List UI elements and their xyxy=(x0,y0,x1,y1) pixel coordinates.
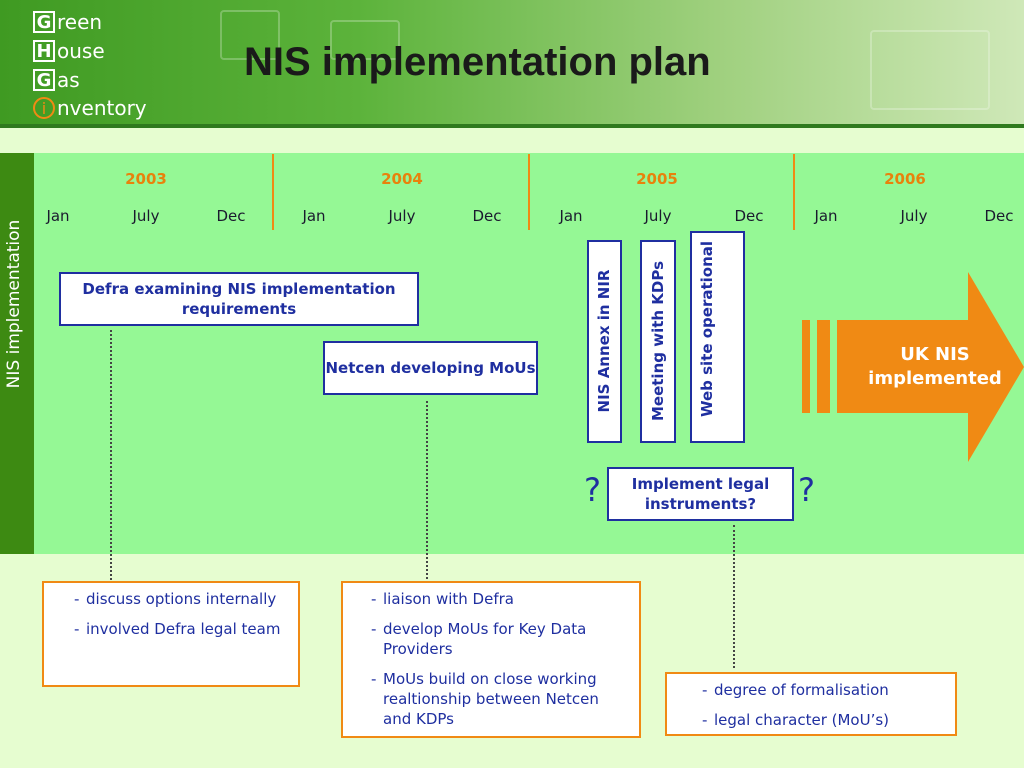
logo-word: ouse xyxy=(57,39,105,63)
month-label: Jan xyxy=(46,207,70,225)
year-label: 2005 xyxy=(636,170,678,188)
notes-legal: degree of formalisation legal character … xyxy=(665,672,957,736)
question-mark-right: ? xyxy=(798,471,815,509)
decorative-frame xyxy=(220,10,280,60)
year-divider xyxy=(272,154,274,230)
page-title: NIS implementation plan xyxy=(244,40,711,84)
header-banner xyxy=(0,0,1024,128)
month-label: Jan xyxy=(302,207,326,225)
logo-letter: i xyxy=(33,97,55,119)
sidebar xyxy=(0,153,34,554)
notes-defra: discuss options internally involved Defr… xyxy=(42,581,300,687)
uk-nis-arrow xyxy=(802,272,1024,462)
task-website-box xyxy=(690,231,745,443)
arrow-body xyxy=(837,272,1024,462)
month-label: Jan xyxy=(559,207,583,225)
task-nis-annex-box xyxy=(587,240,622,443)
logo-letter: H xyxy=(33,40,55,62)
month-label: Dec xyxy=(984,207,1014,225)
connector-line xyxy=(426,401,428,579)
question-mark-left: ? xyxy=(584,471,601,509)
logo-row-gas: G as xyxy=(33,68,80,92)
month-label: July xyxy=(132,207,160,225)
decorative-frame xyxy=(870,30,990,110)
month-label: July xyxy=(644,207,672,225)
note-item: liaison with Defra xyxy=(371,589,629,609)
year-label: 2003 xyxy=(125,170,167,188)
month-label: Dec xyxy=(472,207,502,225)
year-label: 2004 xyxy=(381,170,423,188)
month-label: Jan xyxy=(814,207,838,225)
task-netcen-mous: Netcen developing MoUs xyxy=(323,341,538,395)
task-legal-instruments: Implement legal instruments? xyxy=(607,467,794,521)
connector-line xyxy=(110,330,112,580)
month-label: July xyxy=(900,207,928,225)
task-meeting-kdps: Meeting with KDPs xyxy=(649,260,667,422)
logo-letter: G xyxy=(33,69,55,91)
logo-letter: G xyxy=(33,11,55,33)
year-divider xyxy=(528,154,530,230)
note-item: involved Defra legal team xyxy=(74,619,288,639)
header-divider xyxy=(0,124,1024,128)
logo-row-green: G reen xyxy=(33,10,102,34)
logo-word: reen xyxy=(57,10,103,34)
task-meeting-kdps-box xyxy=(640,240,676,443)
note-item: degree of formalisation xyxy=(702,680,945,700)
note-item: legal character (MoU’s) xyxy=(702,710,945,730)
note-item: MoUs build on close working realtionship… xyxy=(371,669,629,729)
arrow-stripe xyxy=(817,320,830,413)
task-website: Web site operational xyxy=(698,240,716,418)
connector-line xyxy=(733,525,735,668)
logo-word: as xyxy=(57,68,80,92)
year-divider xyxy=(793,154,795,230)
sidebar-label: NIS implementation xyxy=(4,219,24,389)
month-label: July xyxy=(388,207,416,225)
logo-row-inventory: i nventory xyxy=(33,96,147,120)
logo-word: nventory xyxy=(57,96,147,120)
month-label: Dec xyxy=(734,207,764,225)
notes-netcen: liaison with Defra develop MoUs for Key … xyxy=(341,581,641,738)
arrow-label: UK NIS implemented xyxy=(868,344,1002,389)
task-nis-annex: NIS Annex in NIR xyxy=(595,269,613,413)
task-defra-examining: Defra examining NIS implementation requi… xyxy=(59,272,419,326)
note-item: discuss options internally xyxy=(74,589,288,609)
logo-row-house: H ouse xyxy=(33,39,105,63)
year-label: 2006 xyxy=(884,170,926,188)
decorative-frame xyxy=(330,20,400,60)
month-label: Dec xyxy=(216,207,246,225)
arrow-stripe xyxy=(802,320,810,413)
note-item: develop MoUs for Key Data Providers xyxy=(371,619,629,659)
